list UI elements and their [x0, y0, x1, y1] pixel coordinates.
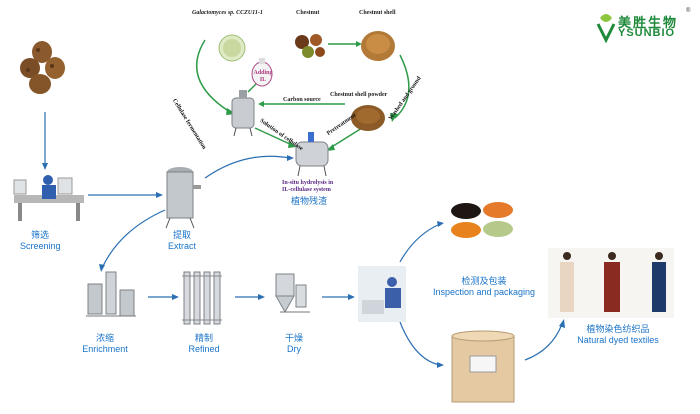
arrow-cellulase-fermentation — [196, 39, 231, 113]
brand-name-cn: 美胜生物 — [618, 15, 679, 30]
arrow-washed-ground — [394, 54, 410, 119]
step-extract: 提取 Extract — [167, 230, 196, 251]
powder-drum-image — [451, 330, 515, 403]
chestnut-image — [295, 34, 325, 58]
chestnut-shell-powder-label: Chestnut shell powder — [330, 92, 388, 98]
step-refined: 精制 Refined — [188, 333, 220, 354]
brand-reg-mark: ® — [686, 8, 691, 14]
arrow-extract-to-enrichment — [101, 209, 166, 269]
chestnut-shell-label: Chestnut shell — [359, 10, 396, 16]
extraction-tank-image — [165, 167, 201, 229]
arrow-pretreatment — [329, 127, 363, 149]
step-dry: 干燥 Dry — [284, 333, 303, 354]
chestnut-label: Chestnut — [296, 10, 320, 16]
arrow-to-powder-drum — [399, 321, 441, 366]
inspection-image — [358, 266, 406, 322]
galacto-label: Galactomyces sp. CCZU11-1 — [192, 10, 263, 16]
enrichment-image — [86, 271, 136, 317]
dryer-image — [275, 273, 310, 314]
fermenter-image — [231, 90, 255, 137]
step-screening: 筛选 Screening — [20, 230, 61, 251]
step-inspection: 检测及包装 Inspection and packaging — [432, 276, 536, 297]
brand-logo-icon — [596, 14, 616, 44]
raw-material-image — [20, 41, 65, 94]
chestnut-shell-image — [361, 31, 395, 61]
carbon-source-label: Carbon source — [283, 97, 321, 103]
chestnut-shell-powder-image — [351, 105, 385, 131]
dye-samples-image — [451, 202, 513, 238]
residue-label: 植物残渣 — [291, 196, 328, 206]
screening-image — [13, 175, 84, 221]
textiles-image — [548, 248, 674, 318]
refined-columns-image — [182, 271, 222, 325]
adding-il-label: Adding IL — [253, 70, 273, 83]
adding-il-flask-image — [251, 58, 273, 87]
arrow-to-dye-samples — [399, 223, 441, 263]
insitu-label-line2: IL-cellulase system — [282, 187, 331, 193]
arrow-solution-cellulase — [254, 127, 293, 146]
arrow-to-textiles — [524, 323, 563, 361]
insitu-label-line1: In-situ hydrolysis in — [282, 180, 334, 186]
step-textiles: 植物染色纺织品 Natural dyed textiles — [577, 324, 659, 345]
hydrolysis-tank-image — [295, 132, 329, 177]
step-enrichment: 浓缩 Enrichment — [82, 333, 128, 354]
galactomyces-dish-image — [218, 34, 246, 62]
arrow-extract-to-residue — [204, 155, 291, 179]
brand-name-en: YSUNBIO — [618, 27, 676, 39]
